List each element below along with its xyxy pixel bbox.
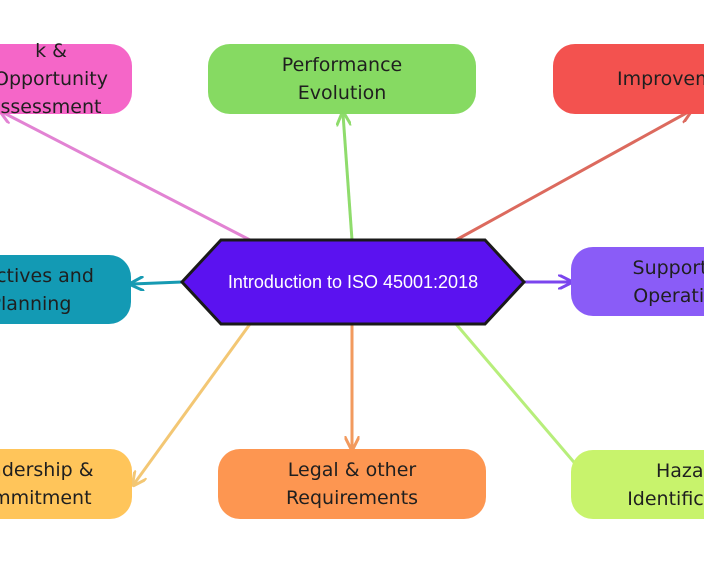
link-improve: [455, 111, 690, 242]
node-risk-opportunity-assessment: k & Opportunity ssessment: [0, 40, 132, 118]
node-legal-requirements: Legal & other Requirements: [218, 449, 486, 519]
link-lead: [134, 323, 252, 484]
node-performance-evolution: Performance Evolution: [208, 44, 476, 114]
node-label: Hazard Identification: [627, 459, 704, 510]
node-improvement: Improvement: [553, 44, 704, 114]
node-label: Legal & other Requirements: [285, 459, 419, 509]
node-hazard-identification: Hazard Identification: [571, 450, 704, 519]
link-obj: [132, 282, 183, 284]
link-risk: [2, 112, 251, 242]
node-label: eadership & ommitment: [0, 459, 94, 509]
node-leadership-commitment: eadership & ommitment: [0, 449, 132, 519]
link-perf: [343, 114, 354, 241]
node-label: Improvement: [617, 68, 704, 90]
node-support-operation: Support & Operation: [571, 247, 704, 316]
node-label: Performance Evolution: [281, 54, 403, 104]
node-label: bjectives and Planning: [0, 264, 94, 315]
node-label: k & Opportunity ssessment: [0, 40, 109, 118]
center-title: Introduction to ISO 45001:2018: [227, 271, 479, 292]
node-objectives-planning: bjectives and Planning: [0, 255, 131, 324]
node-label: Support & Operation: [632, 256, 704, 307]
center-hexagon: [179, 238, 527, 326]
link-hazard: [454, 323, 590, 481]
